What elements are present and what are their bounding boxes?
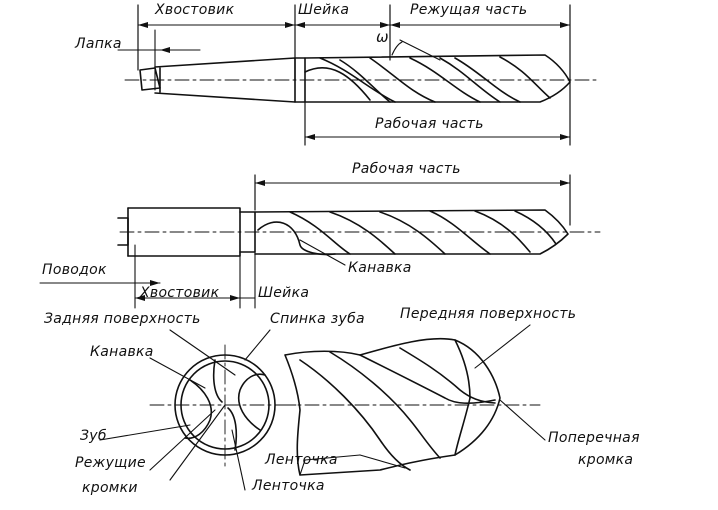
label-sheyka-2: Шейка — [258, 285, 310, 301]
label-kanavka-3: Канавка — [90, 344, 154, 360]
drill-tip — [279, 324, 546, 476]
label-hvostovik-2: Хвостовик — [140, 285, 220, 301]
label-poperechnaya: Поперечная — [548, 430, 640, 446]
label-zub: Зуб — [80, 428, 107, 444]
label-povodok: Поводок — [42, 262, 107, 278]
label-rabochaya-chast-2: Рабочая часть — [352, 161, 461, 177]
label-zadnyaya-poverkhnost: Задняя поверхность — [44, 311, 201, 327]
label-kanavka-2: Канавка — [348, 260, 412, 276]
label-perednyaya-poverkhnost: Передняя поверхность — [400, 306, 577, 322]
label-lentochka-1: Ленточка — [265, 452, 338, 468]
label-kromki: кромки — [82, 480, 138, 496]
label-lentochka-2: Ленточка — [252, 478, 325, 494]
label-rezhushchie: Режущие — [75, 455, 146, 471]
label-kromka: кромка — [578, 452, 634, 468]
drill-2-straight-shank — [39, 174, 601, 309]
label-rezhushchaya-chast: Режущая часть — [410, 2, 528, 18]
label-helix-angle: ω — [376, 28, 389, 46]
label-sheyka-1: Шейка — [298, 2, 350, 18]
label-lapka: Лапка — [75, 36, 122, 52]
drill-1-taper-shank — [117, 4, 601, 146]
label-spinka-zuba: Спинка зуба — [270, 311, 365, 327]
cross-section — [99, 329, 301, 491]
label-rabochaya-chast-1: Рабочая часть — [375, 116, 484, 132]
label-hvostovik-1: Хвостовик — [155, 2, 235, 18]
